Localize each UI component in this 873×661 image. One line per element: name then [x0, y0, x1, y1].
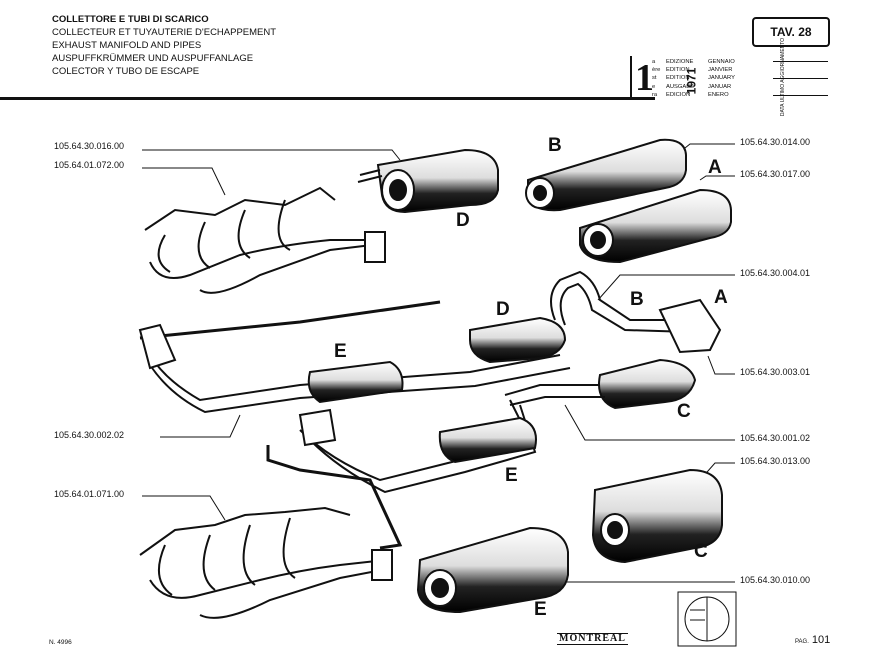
label-c-mid: C	[677, 401, 691, 422]
title-italian: COLLETTORE E TUBI DI SCARICO	[52, 14, 209, 25]
document-number: N. 4996	[49, 639, 72, 646]
part-number-exhaust-muffler-front: 105.64.30.016.00	[54, 141, 125, 151]
label-b-top: B	[548, 135, 562, 156]
exhaust-manifold-lower	[139, 506, 393, 619]
part-number-muffler-b: 105.64.30.014.00	[740, 137, 811, 147]
part-number-muffler-c: 105.64.30.013.00	[740, 456, 811, 466]
brand-name: MONTREAL	[557, 633, 628, 645]
table-number-badge: TAV. 28	[752, 17, 830, 47]
title-french: COLLECTEUR ET TUYAUTERIE D'ECHAPPEMENT	[52, 27, 277, 38]
exhaust-pipe-assembly	[138, 270, 722, 550]
part-number-muffler-e: 105.64.30.010.00	[740, 575, 811, 585]
manufacturer-logo	[677, 591, 737, 647]
title-spanish: COLECTOR Y TUBO DE ESCAPE	[52, 66, 200, 77]
label-d-top: D	[456, 210, 470, 231]
page-number: PAG.101	[795, 634, 831, 646]
exhaust-manifold-upper	[144, 186, 386, 294]
muffler-c-bottom	[591, 468, 723, 564]
muffler-b-top	[525, 138, 687, 212]
muffler-e-bottom	[416, 526, 569, 614]
label-e-mid: E	[334, 341, 347, 362]
muffler-d-top	[357, 148, 499, 214]
part-number-front-pipe-left: 105.64.30.002.02	[54, 430, 125, 440]
label-a-mid: A	[714, 287, 728, 308]
part-number-tailpipe-a: 105.64.30.003.01	[740, 367, 811, 377]
label-e-bottom: E	[534, 599, 547, 620]
title-english: EXHAUST MANIFOLD AND PIPES	[52, 40, 202, 51]
label-b-mid: B	[630, 289, 644, 310]
part-number-manifold-left: 105.64.01.071.00	[54, 489, 125, 499]
title-german: AUSPUFFKRÜMMER UND AUSPUFFANLAGE	[52, 53, 254, 64]
edition-number: 1	[635, 57, 654, 99]
part-number-front-pipe-right: 105.64.30.001.02	[740, 433, 811, 443]
header-rule	[0, 97, 655, 100]
part-number-tailpipe-b: 105.64.30.004.01	[740, 268, 811, 278]
label-d-mid: D	[496, 299, 510, 320]
part-number-manifold-right: 105.64.01.072.00	[54, 160, 125, 170]
muffler-a-top	[579, 188, 732, 264]
label-c-bottom: C	[694, 541, 708, 562]
part-number-muffler-a: 105.64.30.017.00	[740, 169, 811, 179]
label-e-lower: E	[505, 465, 518, 486]
label-a-top: A	[708, 157, 722, 178]
